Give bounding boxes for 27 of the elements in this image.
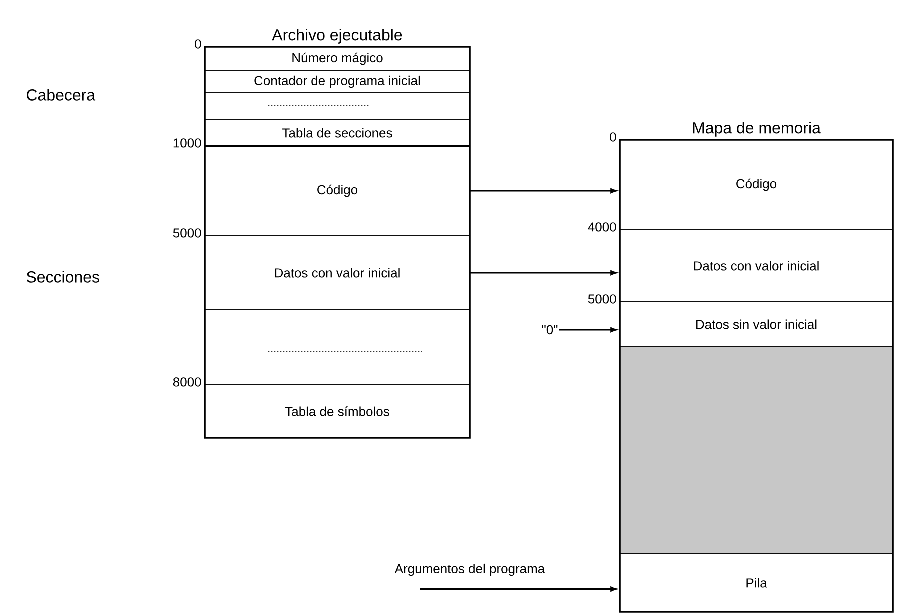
table-row: Tabla de secciones xyxy=(204,120,470,146)
table-row: Datos con valor inicial xyxy=(204,236,470,310)
section-label: Secciones xyxy=(26,271,100,283)
arrow xyxy=(559,327,617,333)
arrow xyxy=(420,586,617,592)
text-label: "0" xyxy=(542,325,558,335)
address-label: 4000 xyxy=(588,222,616,232)
memory-region xyxy=(620,346,894,554)
address-label: 5000 xyxy=(173,228,202,238)
node-label: Código xyxy=(736,178,777,192)
node-label: Mapa de memoria xyxy=(693,122,821,137)
address-label: 8000 xyxy=(173,378,202,387)
table-row: Tabla de símbolos xyxy=(204,384,470,438)
address-label: 0 xyxy=(610,132,616,142)
text-label: Argumentos del programa xyxy=(394,564,546,576)
address-label: 0 xyxy=(195,40,202,49)
node-label: Código xyxy=(318,184,358,198)
table-row: Datos con valor inicial xyxy=(620,230,894,302)
address-label: 1000 xyxy=(174,138,202,148)
arrow xyxy=(470,188,617,194)
arrow xyxy=(470,270,617,276)
address-label: 5000 xyxy=(588,294,616,304)
node-label: Número mágico xyxy=(292,52,383,66)
table-row: Pila xyxy=(620,554,894,612)
table-row: Contador de programa inicial xyxy=(204,70,470,94)
node-label: Archivo ejecutable xyxy=(272,28,402,44)
section-label: Cabecera xyxy=(27,89,96,101)
